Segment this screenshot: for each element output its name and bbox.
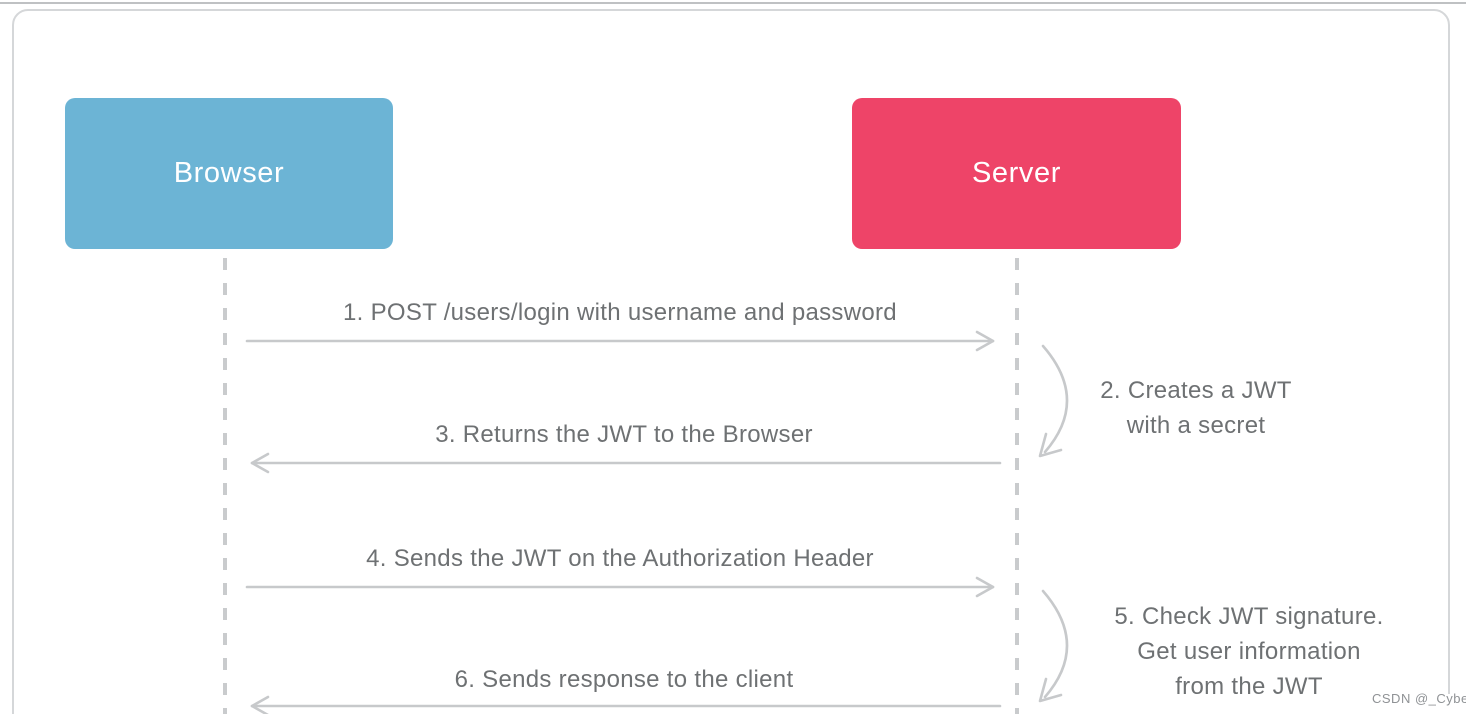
message-5-line-3: from the JWT — [1175, 673, 1323, 700]
message-5-label: 5. Check JWT signature. Get user informa… — [1049, 599, 1449, 704]
actor-browser-box: Browser — [65, 98, 393, 249]
csdn-logo-blob-icon — [1318, 694, 1466, 714]
message-2-line-1: 2. Creates a JWT — [1100, 377, 1292, 404]
actor-browser-label: Browser — [173, 157, 285, 189]
self-arrow-5-icon — [1038, 589, 1069, 703]
actor-server-box: Server — [852, 98, 1181, 249]
message-6-label: 6. Sends response to the client — [454, 666, 794, 693]
actor-server-label: Server — [971, 157, 1061, 189]
message-3-label: 3. Returns the JWT to the Browser — [435, 421, 813, 448]
message-1-label: 1. POST /users/login with username and p… — [343, 299, 897, 326]
arrow-4-right-icon — [245, 576, 995, 598]
top-divider — [0, 2, 1466, 4]
arrow-6-left-icon — [250, 695, 1002, 714]
self-arrow-2-icon — [1038, 344, 1069, 458]
message-5-line-2: Get user information — [1137, 638, 1361, 665]
arrow-1-right-icon — [245, 330, 995, 352]
arrow-3-left-icon — [250, 452, 1002, 474]
message-4-label: 4. Sends the JWT on the Authorization He… — [366, 545, 874, 572]
message-2-label: 2. Creates a JWT with a secret — [1046, 373, 1346, 443]
csdn-watermark-text: CSDN @_Cyber — [1372, 691, 1466, 706]
message-5-line-1: 5. Check JWT signature. — [1114, 603, 1384, 630]
message-2-line-2: with a secret — [1126, 412, 1266, 439]
